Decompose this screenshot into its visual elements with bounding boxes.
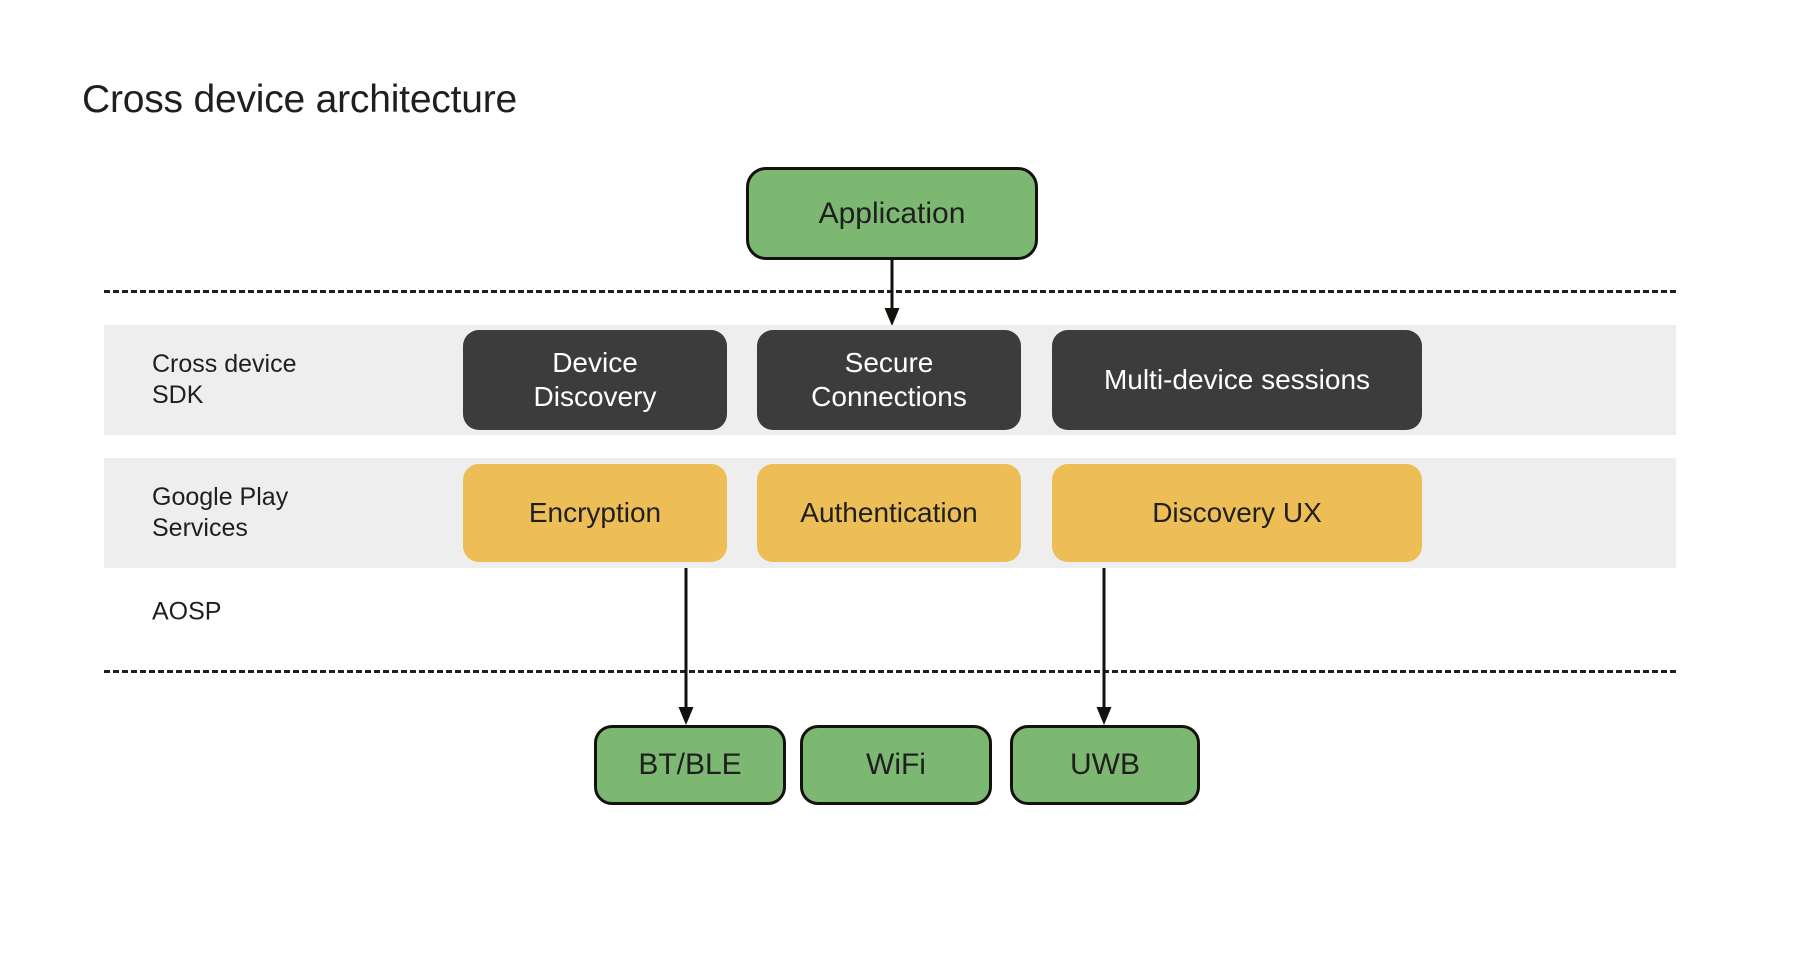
page-title: Cross device architecture <box>82 78 518 121</box>
layer-label-cross-device-sdk: Cross device SDK <box>152 350 297 409</box>
node-encryption[interactable]: Encryption <box>463 464 727 562</box>
dashed-divider-top <box>104 290 1676 293</box>
dashed-divider-bottom <box>104 670 1676 673</box>
node-secure-connections[interactable]: Secure Connections <box>757 330 1021 430</box>
node-device-discovery[interactable]: Device Discovery <box>463 330 727 430</box>
node-multi-device-sessions[interactable]: Multi-device sessions <box>1052 330 1422 430</box>
arrow-application-to-sdk <box>880 258 904 326</box>
arrow-gps-to-btble <box>674 568 698 725</box>
layer-label-aosp: AOSP <box>152 597 222 626</box>
node-wifi[interactable]: WiFi <box>800 725 992 805</box>
node-bt-ble[interactable]: BT/BLE <box>594 725 786 805</box>
arrow-gps-to-uwb <box>1092 568 1116 725</box>
node-authentication[interactable]: Authentication <box>757 464 1021 562</box>
layer-label-google-play-services: Google Play Services <box>152 483 289 542</box>
node-discovery-ux[interactable]: Discovery UX <box>1052 464 1422 562</box>
node-application[interactable]: Application <box>746 167 1038 260</box>
node-uwb[interactable]: UWB <box>1010 725 1200 805</box>
